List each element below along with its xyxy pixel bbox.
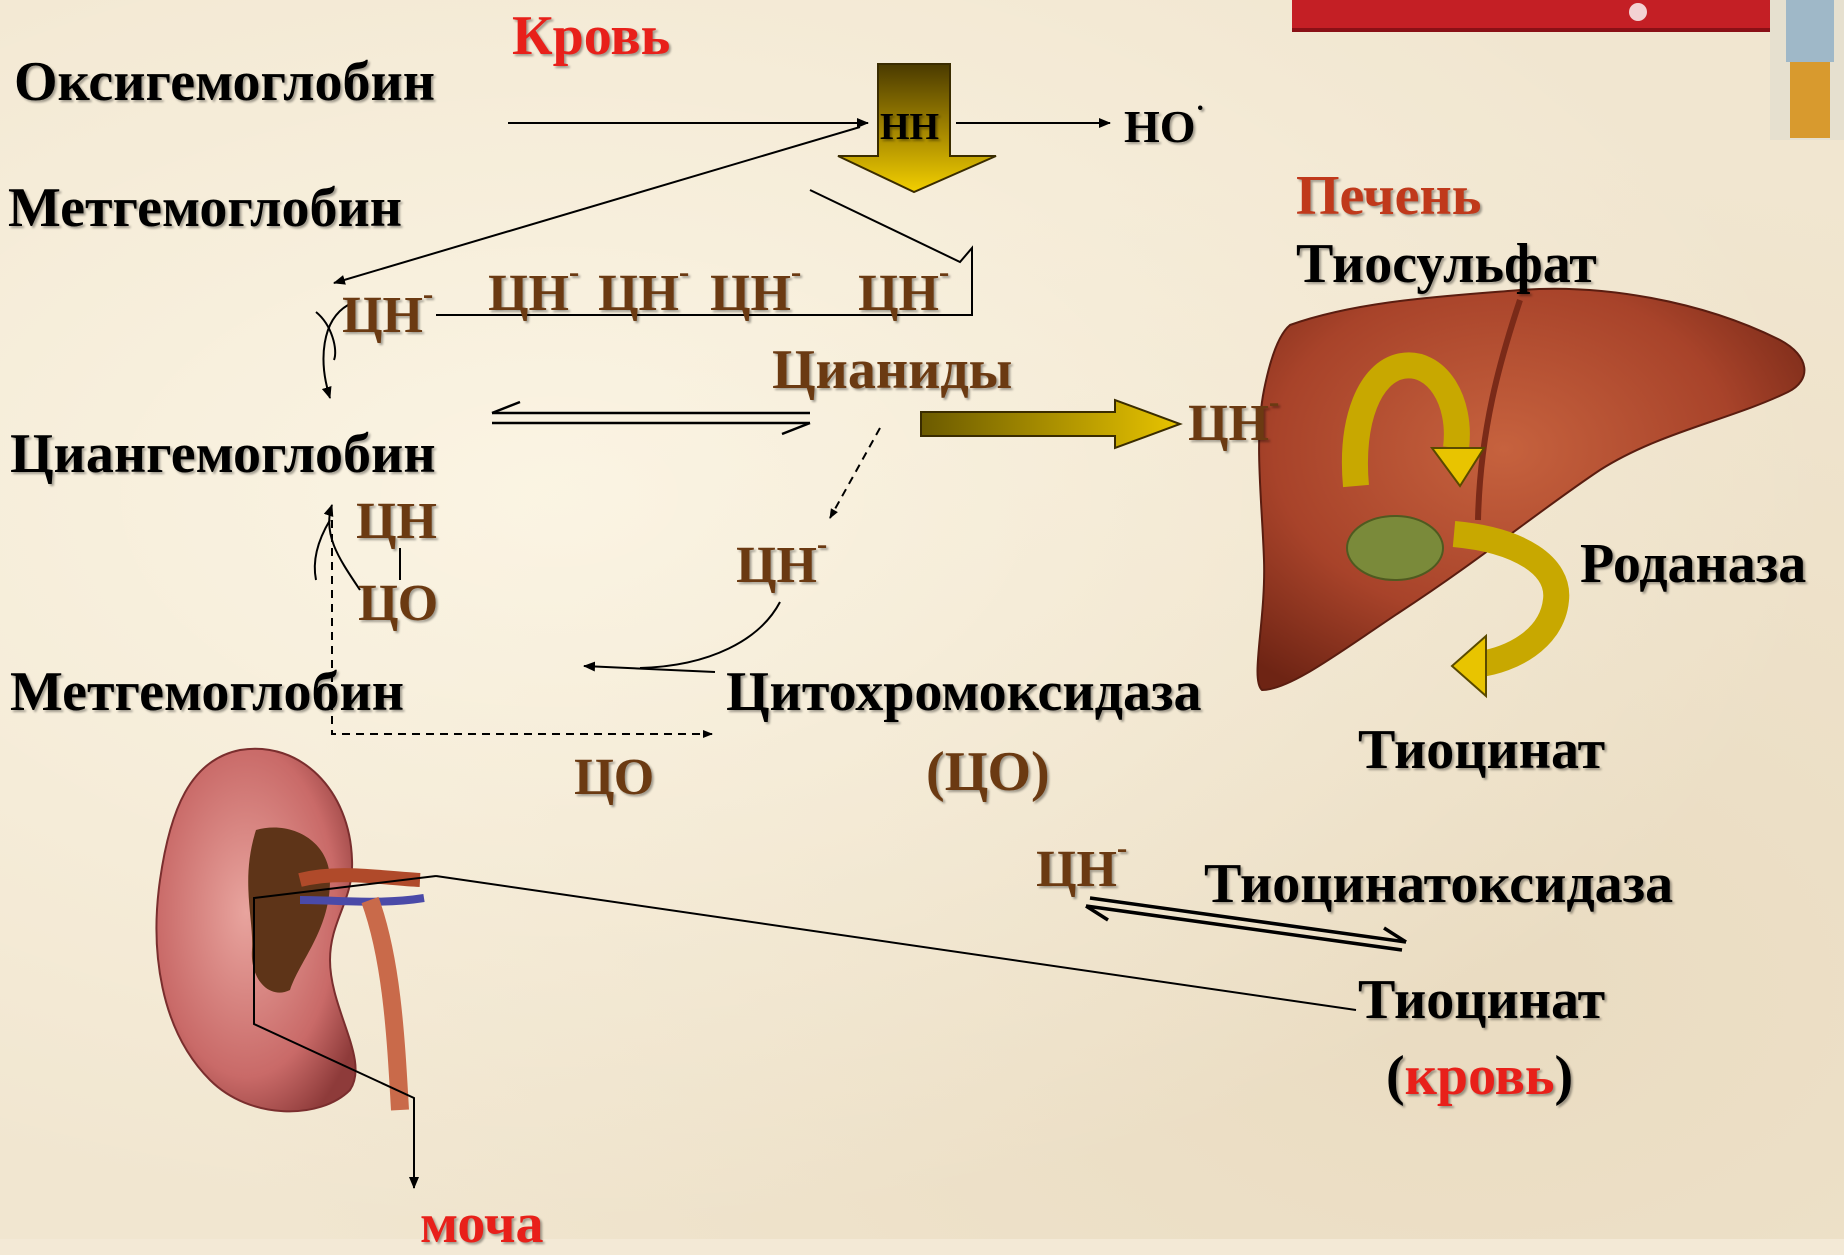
cn-sup: -: [817, 526, 827, 561]
oxyhemoglobin-label: Оксигемоглобин: [14, 54, 435, 110]
cn-text: ЦН: [736, 537, 817, 594]
vial-photo: [1292, 0, 1844, 140]
cn-thiocyanate-ion: ЦН-: [1036, 844, 1127, 896]
cn-liver-ion: ЦН-: [1188, 398, 1279, 450]
blood-word: кровь: [1405, 1045, 1555, 1107]
cn-ion-4: ЦН-: [710, 268, 801, 320]
cn-sup: -: [1269, 384, 1279, 419]
cn-ion-middle: ЦН-: [736, 540, 827, 592]
urine-label: моча: [420, 1196, 544, 1252]
cyanides-label: Цианиды: [772, 342, 1012, 398]
blood-title: Кровь: [512, 8, 670, 64]
cn-ion-5: ЦН-: [858, 268, 949, 320]
cyanide-to-liver-arrow: [921, 400, 1180, 448]
paren-close: ): [1555, 1045, 1574, 1107]
cn-text: ЦН: [488, 265, 569, 322]
cn-plain-label: ЦН: [356, 496, 437, 548]
blood-paren-label: (кровь): [1386, 1048, 1573, 1104]
ho-radical-label: НО·: [1124, 104, 1205, 150]
cn-sup: -: [1117, 830, 1127, 865]
liver-label: Печень: [1296, 168, 1481, 224]
cn-sup: -: [791, 254, 801, 289]
cn-sup: -: [423, 276, 433, 311]
cn-ion-2: ЦН-: [488, 268, 579, 320]
cn-sup: -: [679, 254, 689, 289]
thiosulfate-label: Тиосульфат: [1296, 236, 1597, 292]
cn-text: ЦН: [598, 265, 679, 322]
liver-illustration: [1257, 289, 1804, 696]
thiocyanate-blood-label: Тиоцинат: [1358, 972, 1605, 1028]
cn-text: ЦН: [1036, 841, 1117, 898]
cn-text: ЦН: [710, 265, 791, 322]
cn-ion-1: ЦН-: [342, 290, 433, 342]
cyanhemoglobin-label: Циангемоглобин: [10, 426, 436, 482]
kidney-illustration: [157, 749, 424, 1112]
methemoglobin-bottom-label: Метгемоглобин: [10, 664, 404, 720]
cn-text: ЦН: [858, 265, 939, 322]
cytochrome-oxidase-label: Цитохромоксидаза: [726, 664, 1202, 720]
cn-sup: -: [939, 254, 949, 289]
ho-sup: ·: [1196, 92, 1205, 123]
nn-label: НН: [880, 108, 939, 146]
cn-text: ЦН: [342, 287, 423, 344]
ho-text: НО: [1124, 101, 1196, 152]
paren-open: (: [1386, 1045, 1405, 1107]
cn-sup: -: [569, 254, 579, 289]
co-abbrev-label: (ЦО): [926, 744, 1050, 800]
co-bottom-label: ЦО: [574, 752, 654, 804]
co-label: ЦО: [358, 578, 438, 630]
thiocyanate-liver-label: Тиоцинат: [1358, 722, 1605, 778]
methemoglobin-top-label: Метгемоглобин: [8, 180, 402, 236]
thiocyanate-oxidase-label: Тиоцинатоксидаза: [1204, 856, 1673, 912]
rhodanase-label: Роданаза: [1580, 536, 1806, 592]
cn-text: ЦН: [1188, 395, 1269, 452]
cn-ion-3: ЦН-: [598, 268, 689, 320]
